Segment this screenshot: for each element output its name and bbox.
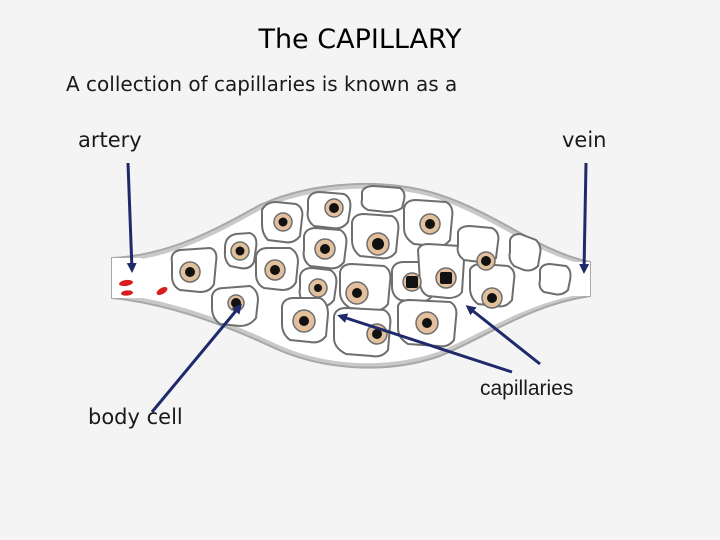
red-blood-cell <box>156 287 168 295</box>
cell-nucleus-core <box>352 288 362 298</box>
cell-nucleus-core <box>487 293 497 303</box>
cell-nucleus-core <box>481 256 491 266</box>
artery-label: artery <box>78 128 142 152</box>
body-cell <box>508 232 542 272</box>
body-cell <box>360 184 406 214</box>
cell-nucleus-core <box>235 246 245 256</box>
cell-nucleus-core <box>278 217 288 227</box>
red-blood-cell <box>119 279 133 287</box>
cell-nucleus-core <box>299 316 309 326</box>
cell-nucleus-core <box>270 265 280 275</box>
vein-label: vein <box>562 128 607 152</box>
body-cell-label: body cell <box>88 405 183 429</box>
red-blood-cell <box>121 290 133 296</box>
cell-nucleus-core <box>329 203 339 213</box>
capillaries-arrow-left <box>337 313 513 374</box>
cell-nucleus-core <box>314 284 322 292</box>
body-cell <box>538 262 572 296</box>
cell-nucleus-core <box>440 272 452 284</box>
capillaries-arrow-right <box>465 305 541 366</box>
body-cell-arrow <box>150 303 242 413</box>
cell-nucleus-core <box>372 238 384 250</box>
cell-nucleus-core <box>372 329 382 339</box>
cell-nucleus-core <box>320 244 330 254</box>
cell-nucleus-core <box>422 318 432 328</box>
vein-arrow <box>579 162 590 274</box>
cell-nucleus-core <box>185 267 195 277</box>
artery-arrow <box>126 162 137 273</box>
cell-nucleus-core <box>425 219 435 229</box>
page-title: The CAPILLARY <box>258 24 462 55</box>
subtitle: A collection of capillaries is known as … <box>66 72 458 96</box>
cell-nuclei <box>179 198 503 345</box>
capillaries-label: capillaries <box>480 377 574 400</box>
cell-nucleus-core <box>406 276 418 288</box>
